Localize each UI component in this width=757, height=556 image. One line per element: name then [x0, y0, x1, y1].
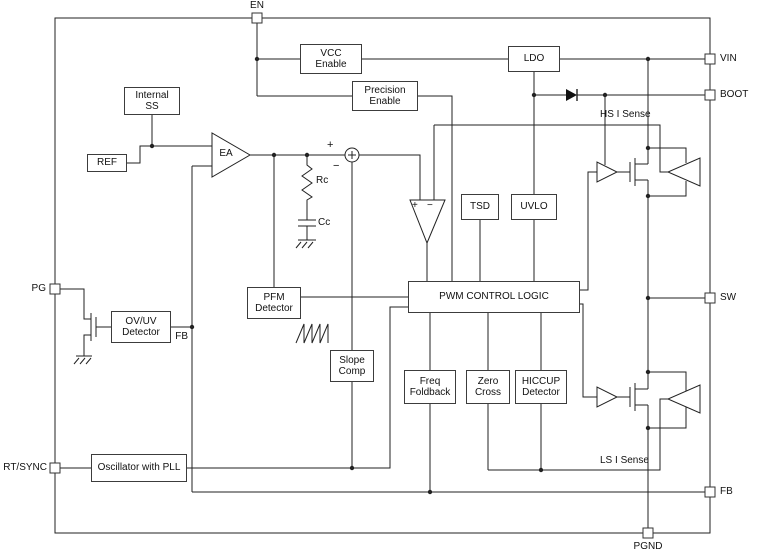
block-internal-ss: Internal SS [124, 87, 180, 115]
block-hiccup-detector: HICCUP Detector [515, 370, 567, 404]
comparator-plus-sign: + [412, 200, 418, 211]
block-pfm-detector: PFM Detector [247, 287, 301, 319]
pin-label-rt-sync: RT/SYNC [3, 462, 47, 473]
pin-label-fb: FB [720, 486, 733, 497]
pin-pgnd-square [642, 527, 654, 539]
block-oscillator-pll: Oscillator with PLL [91, 454, 187, 482]
comp-capacitor [298, 219, 316, 240]
summing-plus-sign: + [327, 139, 334, 151]
summing-junction-icon [344, 147, 360, 163]
block-uvlo: UVLO [511, 194, 557, 220]
block-freq-foldback: Freq Foldback [404, 370, 456, 404]
triangles [211, 132, 701, 414]
hs-i-sense-label: HS I Sense [600, 109, 651, 120]
ls-gate-driver-triangle [596, 386, 619, 408]
pin-label-vin: VIN [720, 53, 737, 64]
block-precision-enable: Precision Enable [352, 81, 418, 111]
ic-boundary [54, 17, 711, 534]
hs-mosfet [617, 158, 648, 186]
wire-oscillator [60, 306, 408, 469]
pin-pg-square [49, 283, 61, 295]
wire-sw-net [647, 180, 705, 389]
ls-mosfet [617, 383, 648, 411]
wire-hs-isense [433, 124, 668, 200]
pin-label-pg: PG [31, 283, 46, 294]
wire-into-pwm [426, 220, 535, 281]
fb-node-label: FB [175, 331, 188, 342]
block-tsd: TSD [461, 194, 499, 220]
wire-ref-ss [127, 115, 212, 164]
sawtooth-waveform-icon [295, 323, 329, 344]
block-slope-comp: Slope Comp [330, 350, 374, 382]
wire-ea-out [250, 154, 345, 287]
block-vcc-enable: VCC Enable [300, 44, 362, 74]
wire-sum-to-comp [359, 154, 421, 200]
block-pwm-control-logic: PWM CONTROL LOGIC [408, 281, 580, 313]
package-pins [49, 12, 716, 539]
pin-en-square [251, 12, 263, 24]
wire-pwm-bottom [429, 313, 542, 370]
wire-hs-sense-taps [648, 147, 687, 197]
pin-label-boot: BOOT [720, 89, 749, 100]
comp-resistor [301, 155, 313, 220]
hs-gate-driver-triangle [596, 161, 619, 183]
pwm-comparator-triangle [409, 199, 446, 245]
wire-boot-net [533, 72, 705, 194]
junction-dots [149, 56, 651, 495]
summing-minus-sign: − [333, 160, 340, 172]
bootstrap-diode-icon [566, 89, 578, 101]
pin-label-en: EN [250, 0, 264, 11]
block-zero-cross: Zero Cross [466, 370, 510, 404]
pin-fb-square [704, 486, 716, 498]
comparator-minus-sign: − [427, 200, 433, 211]
wire-ls-isense [487, 398, 668, 471]
pin-rtsync-square [49, 462, 61, 474]
ground-icon [295, 239, 316, 249]
block-ovuv-detector: OV/UV Detector [111, 311, 171, 343]
hs-current-sense-amp-triangle [666, 157, 701, 187]
cc-label: Cc [318, 217, 331, 228]
wire-driver-inputs [580, 171, 597, 398]
block-ldo: LDO [508, 46, 560, 72]
pin-label-sw: SW [720, 292, 737, 303]
rc-label: Rc [316, 175, 329, 186]
ls-i-sense-label: LS I Sense [600, 455, 649, 466]
wires [60, 23, 705, 528]
wire-ls-sense-taps [648, 371, 687, 429]
block-ref: REF [87, 154, 127, 172]
pg-mosfet [60, 288, 111, 356]
ground-icon [73, 355, 92, 365]
pin-boot-square [704, 89, 716, 101]
pin-vin-square [704, 53, 716, 65]
error-amplifier-label: EA [219, 148, 233, 159]
error-amplifier-triangle [211, 132, 251, 178]
pin-label-pgnd: PGND [633, 541, 663, 552]
wire-precision-enable [418, 95, 453, 281]
ls-current-sense-amp-triangle [666, 384, 701, 414]
pin-sw-square [704, 292, 716, 304]
